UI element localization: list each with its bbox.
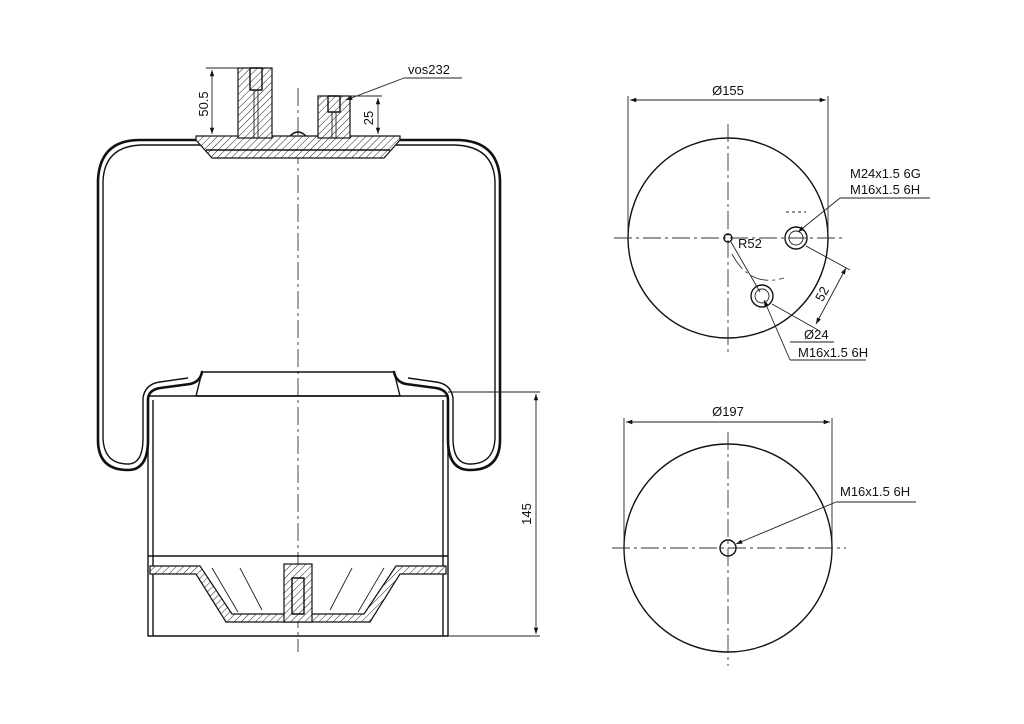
thread-sub-label: M16x1.5 6H xyxy=(850,182,920,197)
thread-main-label: M24x1.5 6G xyxy=(850,166,921,181)
thread-lower-label: M16x1.5 6H xyxy=(798,345,868,360)
piston-body xyxy=(147,395,449,637)
dim-bottom-diameter: Ø197 xyxy=(712,404,744,419)
bellows-inner xyxy=(102,144,496,465)
dim-spacing: 52 xyxy=(812,284,832,304)
top-stud xyxy=(237,67,273,139)
bottom-view: Ø197 M16x1.5 6H xyxy=(612,404,916,666)
stud-hole xyxy=(784,226,808,250)
dim-top-stud-height: 50.5 xyxy=(196,91,211,116)
bellows-outline xyxy=(96,138,502,472)
valve-ref-label: vos232 xyxy=(408,62,450,77)
side-view: 50.5 25 vos232 145 xyxy=(96,62,540,652)
valve-hole xyxy=(750,284,774,308)
bottom-stud xyxy=(283,563,313,623)
dim-valve-height: 25 xyxy=(361,111,376,125)
dim-piston-height: 145 xyxy=(519,503,534,525)
top-view: Ø155 R52 52 M24x1.5 6G M16x1.5 6H Ø24 M1… xyxy=(614,83,930,361)
dim-top-diameter: Ø155 xyxy=(712,83,744,98)
valve-boss xyxy=(317,95,351,139)
thread-bottom-label: M16x1.5 6H xyxy=(840,484,910,499)
top-plate xyxy=(195,135,401,159)
dim-radius: R52 xyxy=(738,236,762,251)
bottom-plate xyxy=(149,565,447,623)
dim-bore-diameter: Ø24 xyxy=(804,327,829,342)
bottom-hole xyxy=(719,539,737,557)
